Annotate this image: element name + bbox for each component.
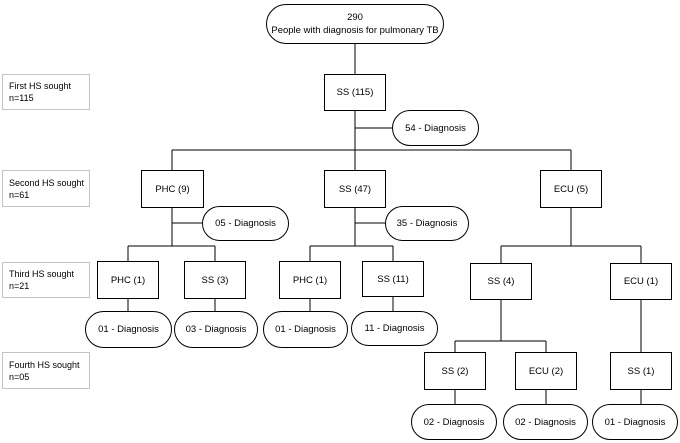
level-count: n=61: [9, 189, 30, 200]
node-ss-1: SS (1): [610, 352, 672, 390]
level-count: n=21: [9, 281, 30, 291]
diagnosis-05: 05 - Diagnosis: [202, 206, 289, 241]
root-count: 290: [347, 12, 363, 23]
node-ss-3: SS (3): [184, 261, 246, 299]
level-label-first: First HS sought n=115: [2, 74, 90, 110]
root-text: People with diagnosis for pulmonary TB: [271, 25, 439, 36]
node-ecu-1: ECU (1): [610, 263, 672, 300]
level-title: First HS sought: [9, 81, 72, 91]
node-ss-47: SS (47): [324, 170, 386, 208]
level-count: n=05: [9, 371, 30, 382]
level-count: n=115: [9, 93, 34, 103]
node-phc-1b: PHC (1): [279, 261, 341, 299]
node-ecu-2: ECU (2): [515, 352, 577, 390]
node-ss-2: SS (2): [424, 352, 486, 390]
diagnosis-02a: 02 - Diagnosis: [411, 404, 497, 440]
diagnosis-01b: 01 - Diagnosis: [263, 311, 348, 348]
node-ss-4: SS (4): [470, 263, 532, 300]
root-node: 290 People with diagnosis for pulmonary …: [266, 4, 444, 44]
diagnosis-01a: 01 - Diagnosis: [85, 311, 172, 348]
level-label-third: Third HS sought n=21: [2, 262, 90, 298]
level-title: Third HS sought: [9, 269, 75, 279]
level-label-second: Second HS sought n=61: [2, 170, 90, 207]
level-label-fourth: Fourth HS sought n=05: [2, 352, 90, 389]
diagnosis-11: 11 - Diagnosis: [351, 311, 438, 346]
node-phc-9: PHC (9): [141, 170, 204, 208]
level-title: Fourth HS sought: [9, 359, 80, 370]
node-ecu-5: ECU (5): [540, 170, 602, 208]
node-ss-11: SS (11): [362, 261, 424, 297]
diagnosis-02b: 02 - Diagnosis: [503, 404, 588, 440]
node-phc-1a: PHC (1): [97, 261, 159, 299]
node-ss-115: SS (115): [324, 74, 386, 111]
diagnosis-01c: 01 - Diagnosis: [592, 404, 678, 440]
level-title: Second HS sought: [9, 177, 85, 188]
diagnosis-35: 35 - Diagnosis: [385, 206, 469, 241]
diagnosis-03: 03 - Diagnosis: [174, 311, 258, 348]
diagnosis-54: 54 - Diagnosis: [392, 110, 479, 146]
